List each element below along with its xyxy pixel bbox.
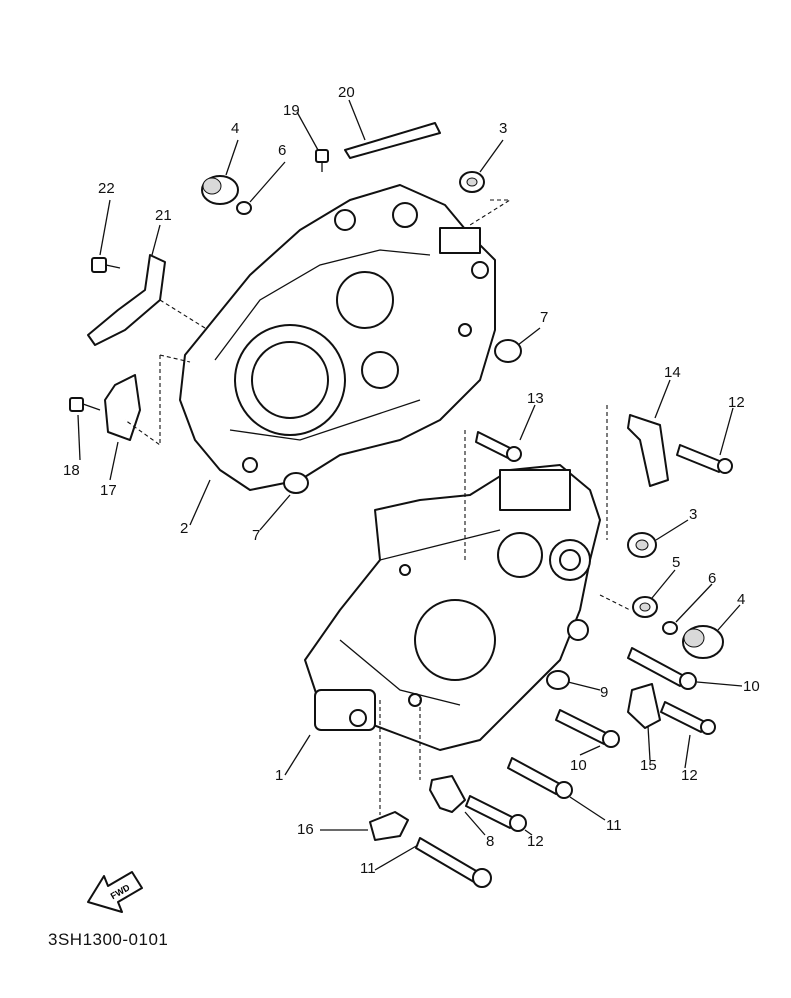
callout-21: 21 [155,207,172,224]
callout-6-lower: 6 [708,570,716,587]
dowel-7-lower [283,472,309,494]
callout-19: 17 [100,482,117,499]
collar-9 [546,670,570,690]
oil-seal-3-upper [459,171,485,193]
left-crankcase-half [179,184,496,491]
bearing-5 [632,596,658,618]
callout-15: 15 [640,757,657,774]
callout-12-top: 12 [728,394,745,411]
callout-12-lower: 12 [527,833,544,850]
callout-16: 16 [297,821,314,838]
callout-10-upper: 10 [743,678,760,695]
callout-7-right: 7 [540,309,548,326]
bolt-10-lower [555,709,620,748]
callout-18: 20 [338,84,355,101]
bolt-11-middle [507,757,573,799]
callout-10-lower: 10 [570,757,587,774]
callout-6-upper: 6 [278,142,286,159]
bolt-20 [69,397,101,412]
alignment-dashes [124,199,631,815]
oil-seal-3-lower [627,532,657,558]
plug-8 [429,775,466,813]
right-crankcase-half [304,464,601,751]
callout-1: 1 [275,767,283,784]
fwd-arrow: FWD [87,871,143,913]
bolt-11-bottom [415,837,492,888]
pin-18 [344,122,441,159]
callout-13: 13 [527,390,544,407]
callout-14: 14 [664,364,681,381]
callout-3-upper: 3 [499,120,507,137]
leader-lines [77,99,743,871]
bracket-14 [627,414,669,487]
o-ring-6-upper [236,201,252,215]
bolt-12-top [676,444,733,474]
bearing-4-upper [201,175,239,205]
callout-17: 19 [283,102,300,119]
callout-5: 5 [672,554,680,571]
bolt-12-right [660,701,716,735]
bracket-16 [369,811,409,841]
callout-12-right: 12 [681,767,698,784]
bolt-13 [475,431,522,462]
callout-labels: 4 6 19 20 3 22 21 7 18 17 2 7 13 14 12 3… [63,84,760,877]
callout-4-upper: 4 [231,120,239,137]
dowel-7-right [494,339,522,363]
bracket-19 [104,374,141,441]
callout-22: 22 [98,180,115,197]
callout-7-lower: 7 [252,527,260,544]
drawing-code: 3SH1300-0101 [48,930,169,949]
bolt-12-lower [465,795,527,832]
callout-4-lower: 4 [737,591,745,608]
o-ring-6-lower [662,621,678,635]
bracket-15 [627,683,661,729]
callout-8: 8 [486,833,494,850]
callout-2: 2 [180,520,188,537]
bearing-4-lower [682,625,724,659]
callout-11-middle: 11 [606,817,622,834]
callout-11-bottom: 11 [360,860,376,877]
callout-3-lower: 3 [689,506,697,523]
callout-9: 9 [600,684,608,701]
bolt-22 [91,257,121,273]
shift-arm-21 [87,254,166,346]
bolt-10-upper [627,647,697,690]
callout-20: 18 [63,462,80,479]
bolt-17 [315,149,329,172]
